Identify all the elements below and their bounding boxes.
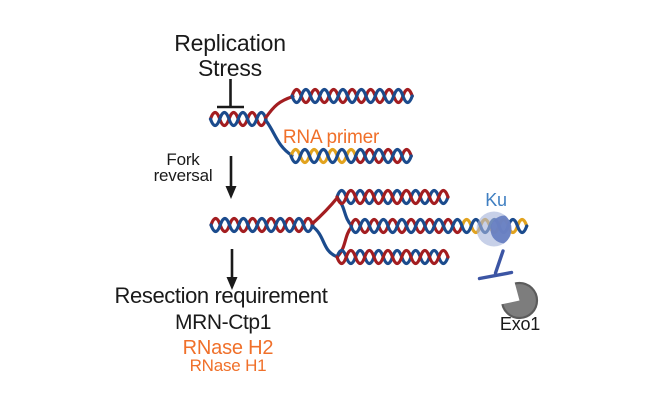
parental-duplex-helix xyxy=(209,216,315,234)
exo1-label: Exo1 xyxy=(499,314,541,334)
fork-junction-strands xyxy=(263,94,295,158)
rnase-h2-label: RNase H2 xyxy=(182,337,274,359)
inhibition-bar-icon xyxy=(217,79,244,109)
ku-protein-icon xyxy=(476,211,512,247)
exo1-nuclease-pacman-icon xyxy=(498,280,539,320)
replication-stress-line1: Replication xyxy=(174,30,286,56)
top-arm-helix xyxy=(335,188,450,206)
ku-label: Ku xyxy=(485,190,507,210)
lagging-strand-arm-rna-primer-helix xyxy=(289,147,413,165)
down-arrow-icon xyxy=(225,156,237,199)
fork-reversal-label: Fork reversal xyxy=(153,150,213,185)
replication-stress-line2: Stress xyxy=(198,55,262,81)
rnase-h1-label: RNase H1 xyxy=(189,356,267,375)
four-way-junction-strands xyxy=(310,195,354,259)
fork-reversal-line1: Fork xyxy=(166,150,200,169)
fork-reversal-line2: reversal xyxy=(153,166,213,185)
bottom-arm-helix xyxy=(335,248,450,266)
ku-inhibition-bar-icon xyxy=(477,249,514,281)
replication-stress-label: Replication Stress xyxy=(174,31,286,81)
resection-requirement-title: Resection requirement xyxy=(114,283,328,308)
stalled-replication-fork-diagram xyxy=(208,87,414,165)
mrn-ctp1-label: MRN-Ctp1 xyxy=(175,311,271,334)
rna-primer-label: RNA primer xyxy=(282,127,380,148)
down-arrow-icon xyxy=(226,249,238,290)
leading-strand-arm-helix xyxy=(290,87,414,105)
parental-duplex-helix xyxy=(208,110,268,128)
